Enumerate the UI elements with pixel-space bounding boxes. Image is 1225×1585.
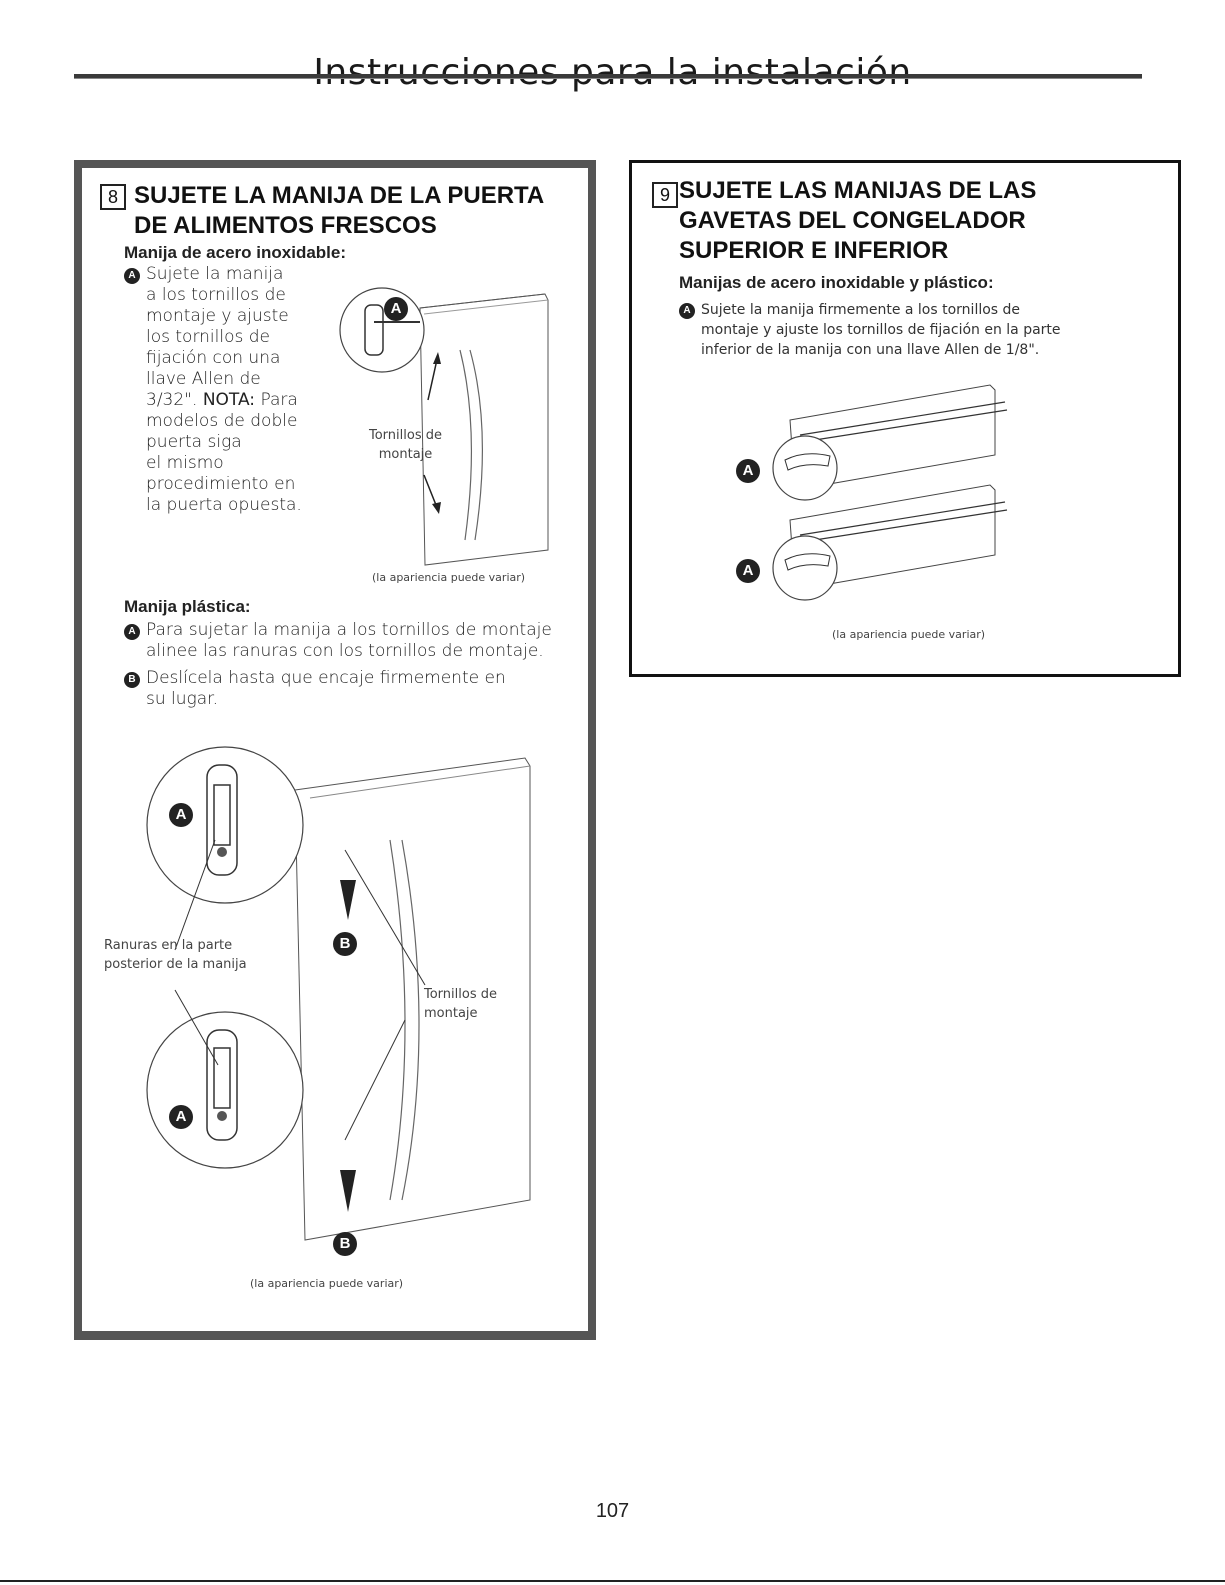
steel-figure-caption: (la apariencia puede variar) [372,571,526,584]
plastic-line: Para sujetar la manija a los tornillos d… [146,620,552,640]
slots-label: Ranuras en la parte posterior de la mani… [104,936,247,974]
plastic-marker-a-top: A [169,803,193,827]
drawer-line: inferior de la manija con una llave Alle… [701,342,1040,358]
steel-line: la puerta opuesta. [146,495,302,515]
page-number: 107 [595,1500,630,1522]
steel-handle-illustration [339,287,549,566]
label-line: Tornillos de [369,428,442,443]
drawer-marker-a-bottom: A [736,559,760,583]
steel-line: 3/32". [146,390,203,410]
steel-line: a los tornillos de [146,285,286,305]
steel-handle-instructions: A Sujete la manija a los tornillos de mon… [124,264,344,516]
title-divider [74,74,1142,79]
drawer-figure-caption: (la apariencia puede variar) [832,628,986,641]
plastic-line: su lugar. [146,689,218,709]
label-line: posterior de la manija [104,957,247,972]
steel-line: el mismo [146,453,224,473]
step-8-number: 8 [100,184,126,210]
drawer-handle-instructions: A Sujete la manija firmemente a los torni… [679,300,1159,360]
marker-a: A [124,268,140,284]
marker-a: A [124,624,140,640]
step-9-heading-line3: SUPERIOR E INFERIOR [679,237,949,264]
label-line: montaje [378,447,433,462]
steel-handle-subheading: Manija de acero inoxidable: [124,243,347,262]
plastic-handle-illustration [146,746,531,1241]
step-9-heading-line1: SUJETE LAS MANIJAS DE LAS [679,177,1037,204]
steel-line: los tornillos de [146,327,270,347]
figure-marker-a: A [384,297,408,321]
steel-line: llave Allen de [146,369,261,389]
drawer-marker-a-top: A [736,459,760,483]
note-label: NOTA: [202,390,256,410]
marker-b: B [124,672,140,688]
steel-line: Para [255,390,298,410]
steel-line: procedimiento en [146,474,296,494]
drawer-handle-subheading: Manijas de acero inoxidable y plástico: [679,273,994,292]
step-9-heading-line2: GAVETAS DEL CONGELADOR [679,207,1026,234]
steel-line: montaje y ajuste [146,306,289,326]
plastic-marker-b-bottom: B [333,1232,357,1256]
plastic-figure-caption: (la apariencia puede variar) [250,1277,404,1290]
plastic-line: alinee las ranuras con los tornillos de … [146,641,544,661]
steel-line: modelos de doble [146,411,298,431]
plastic-handle-subheading: Manija plástica: [124,597,251,616]
steel-line: puerta siga [146,432,242,452]
steel-line: Sujete la manija [146,264,284,284]
step-8-heading-line1: SUJETE LA MANIJA DE LA PUERTA [134,182,545,209]
drawer-line: montaje y ajuste los tornillos de fijaci… [701,322,1061,338]
plastic-handle-instructions: A Para sujetar la manija a los tornillos … [124,620,584,710]
bottom-divider [0,1580,1225,1582]
drawer-handles-illustration [772,384,1008,601]
step-8-heading-line2: DE ALIMENTOS FRESCOS [134,212,437,239]
marker-a: A [679,303,695,319]
label-line: montaje [424,1006,478,1021]
plastic-line: Deslícela hasta que encaje firmemente en [146,668,506,688]
label-line: Tornillos de [424,987,497,1002]
plastic-marker-a-bottom: A [169,1105,193,1129]
step-9-number: 9 [652,182,678,208]
page-title: Instrucciones para la instalación [313,52,912,94]
steel-screws-label: Tornillos de montaje [369,426,442,464]
steel-line: fijación con una [146,348,281,368]
drawer-line: Sujete la manija firmemente a los tornil… [701,302,1021,318]
label-line: Ranuras en la parte [104,938,233,953]
plastic-screws-label: Tornillos de montaje [424,985,497,1023]
plastic-marker-b-top: B [333,932,357,956]
